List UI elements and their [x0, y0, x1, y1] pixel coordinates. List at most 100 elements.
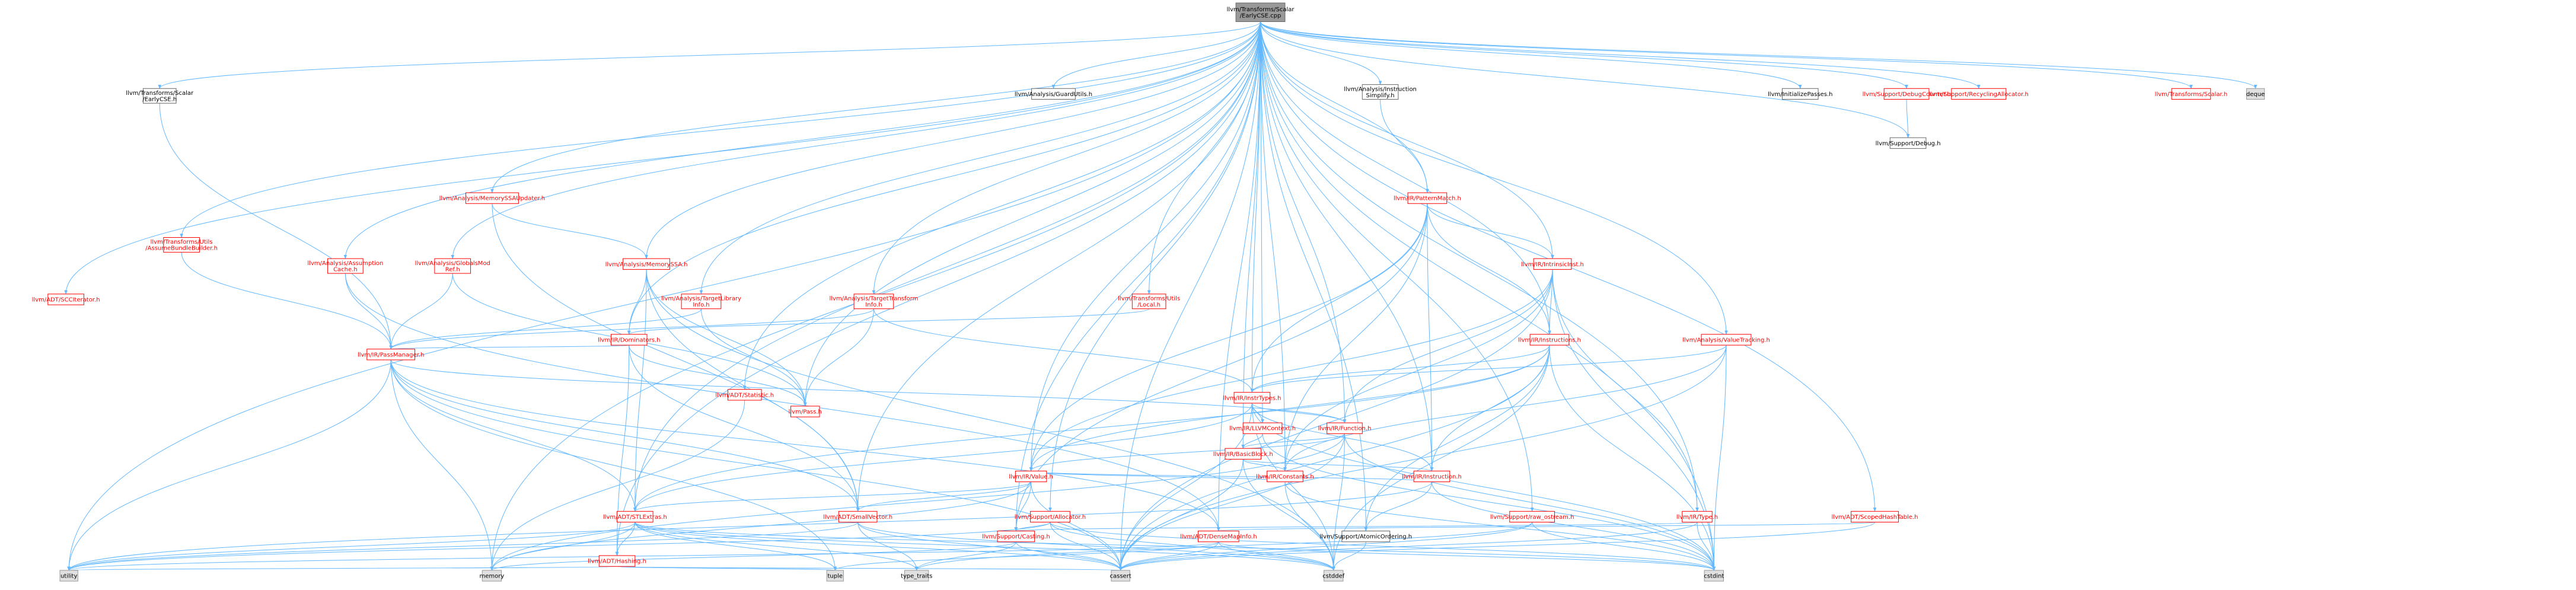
graph-node-tuAss[interactable]: llvm/Transforms/Utils/AssumeBundleBuilde…: [145, 237, 218, 253]
dependency-edge: [1029, 345, 1550, 472]
graph-node-statistic[interactable]: llvm/ADT/Statistic.h: [715, 389, 774, 401]
dependency-edges: [64, 21, 2258, 571]
graph-node-memssaU[interactable]: llvm/Analysis/MemorySSAUpdater.h: [439, 192, 545, 204]
node-label: llvm/Transforms/Utils: [1118, 296, 1180, 302]
graph-node-memssa[interactable]: llvm/Analysis/MemorySSA.h: [605, 258, 688, 270]
dependency-edge: [389, 308, 702, 350]
node-label: llvm/Support/Casting.h: [982, 534, 1050, 540]
graph-node-irType[interactable]: llvm/IR/Type.h: [1676, 511, 1718, 523]
graph-node-scopedHash[interactable]: llvm/ADT/ScopedHashTable.h: [1832, 511, 1918, 523]
graph-node-basicBlock[interactable]: llvm/IR/BasicBlock.h: [1213, 448, 1273, 460]
dependency-edge: [1014, 21, 1261, 532]
graph-node-tScalar[interactable]: llvm/Transforms/Scalar.h: [2155, 88, 2228, 100]
graph-node-denseMapInfo[interactable]: llvm/ADT/DenseMapInfo.h: [1180, 531, 1257, 543]
dependency-edge: [1260, 21, 1981, 89]
dependency-edge: [617, 566, 1121, 571]
graph-node-initPasses[interactable]: llvm/InitializePasses.h: [1768, 88, 1832, 100]
graph-node-casting[interactable]: llvm/Support/Casting.h: [982, 531, 1050, 543]
graph-node-llvmContext[interactable]: llvm/IR/LLVMContext.h: [1229, 422, 1296, 434]
dependency-edge: [1552, 269, 1699, 512]
dependency-edge: [1427, 203, 1554, 259]
graph-node-value[interactable]: llvm/IR/Value.h: [1009, 470, 1053, 483]
dependency-edge: [857, 522, 1335, 571]
dependency-edge: [1241, 21, 1261, 449]
dependency-edge: [1364, 481, 1432, 532]
dependency-edge: [181, 252, 393, 350]
graph-node-valueTracking[interactable]: llvm/Analysis/ValueTracking.h: [1682, 334, 1770, 346]
graph-node-patMatch[interactable]: llvm/IR/PatternMatch.h: [1394, 192, 1461, 204]
node-box: [465, 192, 519, 204]
dependency-edge: [1218, 541, 1716, 571]
node-label: llvm/IR/PassManager.h: [358, 352, 424, 358]
graph-node-recycAlloc[interactable]: llvm/Support/RecyclingAllocator.h: [1929, 88, 2029, 100]
dependency-edge: [1015, 541, 1123, 571]
dependency-edge: [180, 21, 1261, 238]
dependency-edge: [68, 566, 618, 571]
graph-node-rawOstream[interactable]: llvm/Support/raw_ostream.h: [1490, 511, 1574, 523]
node-label: llvm/Support/raw_ostream.h: [1490, 514, 1574, 521]
dependency-edge: [389, 308, 874, 350]
graph-node-allocator[interactable]: llvm/Support/Allocator.h: [1015, 511, 1086, 523]
dependency-edge: [1260, 21, 1699, 512]
graph-node-instructions[interactable]: llvm/IR/Instructions.h: [1518, 334, 1581, 346]
graph-node-tsEarly[interactable]: llvm/Transforms/Scalar/EarlyCSE.h: [126, 88, 194, 104]
node-box: [366, 349, 416, 361]
dependency-edge: [1283, 203, 1428, 472]
node-label: Info.h: [693, 302, 709, 308]
graph-node-instruction[interactable]: llvm/IR/Instruction.h: [1402, 470, 1462, 483]
dependency-edge: [633, 481, 1032, 512]
node-label: llvm/IR/Instructions.h: [1518, 337, 1581, 343]
node-box: [1327, 422, 1363, 434]
graph-node-cassert: cassert: [1110, 570, 1131, 582]
graph-node-intrinsicInst[interactable]: llvm/IR/IntrinsicInst.h: [1521, 258, 1584, 270]
dependency-edge: [1549, 345, 1716, 571]
graph-node-sccI[interactable]: llvm/ADT/SCCIterator.h: [32, 294, 100, 305]
node-label: cstdint: [1704, 573, 1724, 579]
node-label: llvm/Transforms/Scalar: [126, 90, 194, 97]
graph-node-instrTypes[interactable]: llvm/IR/InstrTypes.h: [1223, 392, 1281, 404]
graph-node-pass[interactable]: llvm/Pass.h: [789, 406, 822, 417]
dependency-edge: [1331, 541, 1366, 571]
node-label: llvm/Support/Debug.h: [1876, 141, 1941, 147]
dependency-edge: [1250, 345, 1550, 393]
dependency-edge: [345, 273, 393, 350]
dependency-edge: [1427, 203, 1434, 472]
node-label: llvm/ADT/SmallVector.h: [823, 514, 892, 521]
node-label: utility: [60, 573, 78, 579]
node-box: [1704, 570, 1724, 582]
dependency-edge: [1014, 203, 1428, 532]
node-box: [1225, 448, 1262, 460]
dependency-edge: [915, 522, 1533, 571]
node-box: [997, 531, 1035, 543]
node-box: [598, 555, 636, 567]
dependency-edge: [1251, 403, 1434, 472]
graph-node-stlExtras[interactable]: llvm/ADT/STLExtras.h: [603, 511, 667, 523]
graph-node-hashing[interactable]: llvm/ADT/Hashing.h: [588, 555, 646, 567]
node-label: llvm/Support/RecyclingAllocator.h: [1929, 91, 2029, 98]
dependency-edge: [390, 359, 860, 512]
graph-node-atomicOrd[interactable]: llvm/Support/AtomicOrdering.h: [1320, 531, 1413, 543]
graph-node-supDebug[interactable]: llvm/Support/Debug.h: [1876, 137, 1941, 149]
node-label: /EarlyCSE.h: [142, 96, 177, 103]
dependency-edge: [873, 308, 1254, 393]
graph-node-smallVector[interactable]: llvm/ADT/SmallVector.h: [823, 511, 892, 523]
node-label: /Local.h: [1137, 302, 1161, 308]
dependency-edge: [633, 269, 647, 512]
graph-node-dominators[interactable]: llvm/IR/Dominators.h: [598, 334, 661, 346]
dependency-edge: [64, 21, 1261, 295]
graph-node-guard[interactable]: llvm/Analysis/GuardUtils.h: [1015, 88, 1092, 100]
dependency-edge: [390, 359, 1347, 423]
node-label: llvm/Analysis/GlobalsMod: [415, 260, 490, 267]
dependency-edge: [345, 273, 1220, 532]
graph-node-debugCounter[interactable]: llvm/Support/DebugCounter.h: [1863, 88, 1951, 100]
graph-node-constants[interactable]: llvm/IR/Constants.h: [1256, 470, 1314, 483]
dependency-edge: [390, 359, 1123, 571]
graph-node-passmgr[interactable]: llvm/IR/PassManager.h: [358, 349, 424, 361]
graph-node-function[interactable]: llvm/IR/Function.h: [1318, 422, 1372, 434]
graph-node-tuLocal[interactable]: llvm/Transforms/Utils/Local.h: [1118, 294, 1180, 310]
